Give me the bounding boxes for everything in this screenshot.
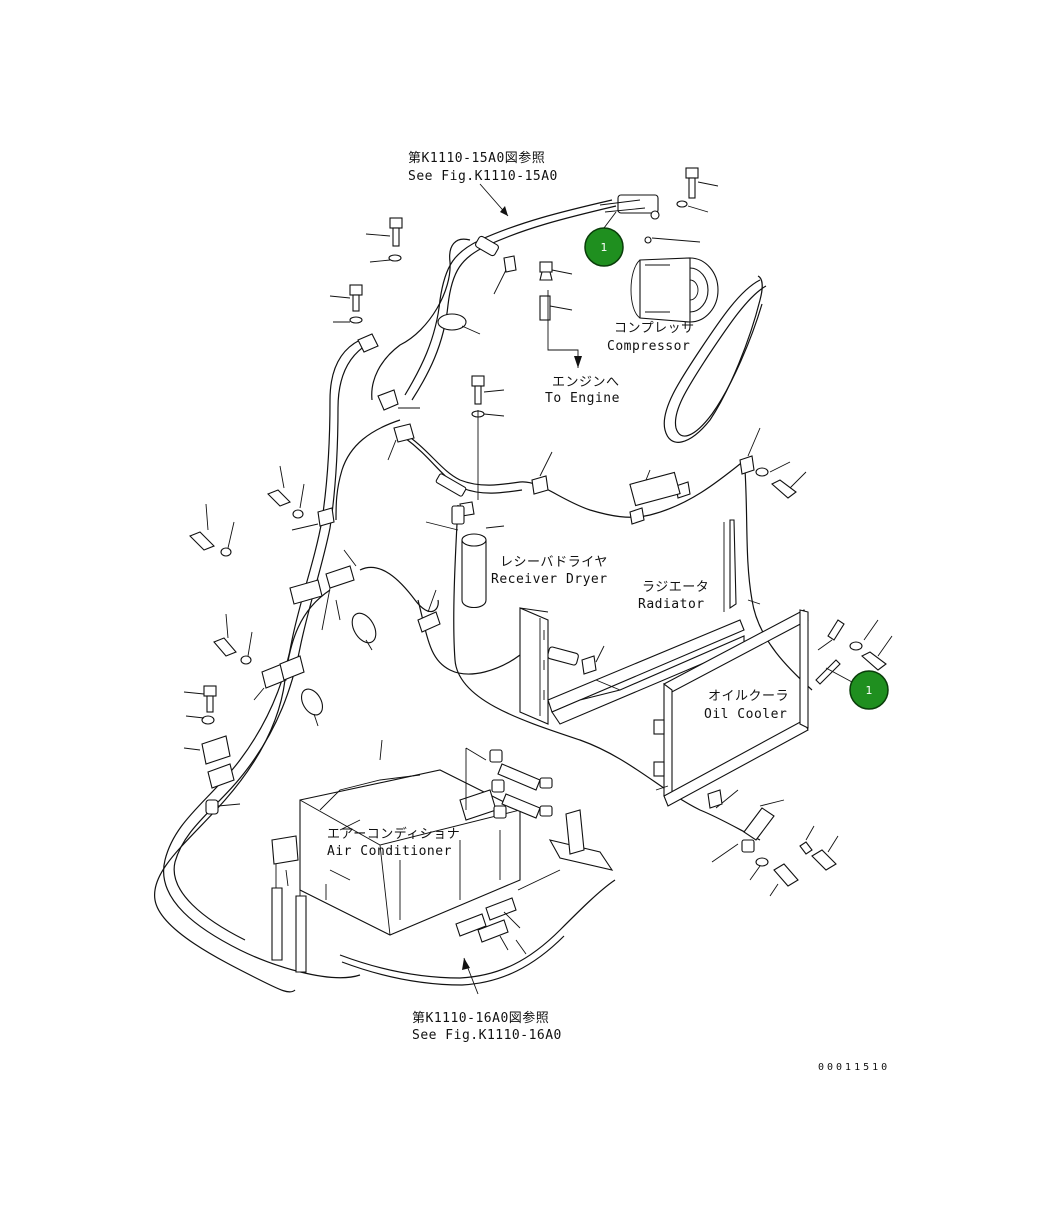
text-labels: 第K1110-15A0図参照 See Fig.K1110-15A0 コンプレッサ… <box>327 150 890 1073</box>
ref-bottom-jp: 第K1110-16A0図参照 <box>412 1010 549 1026</box>
radiator-en: Radiator <box>638 597 705 612</box>
air-conditioner-jp: エアーコンディショナ <box>327 826 460 842</box>
receiver-dryer-jp: レシーバドライヤ <box>500 555 608 570</box>
oil-cooler-jp: オイルクーラ <box>708 689 789 704</box>
receiver-dryer-en: Receiver Dryer <box>491 572 608 587</box>
receiver-dryer <box>451 410 505 609</box>
engine-en: To Engine <box>545 391 620 406</box>
compressor-jp: コンプレッサ <box>614 321 695 336</box>
radiator <box>519 519 761 725</box>
svg-text:1: 1 <box>601 241 608 254</box>
leaders <box>462 183 582 995</box>
radiator-jp: ラジエータ <box>642 580 709 595</box>
compressor <box>599 194 719 323</box>
engine-jp: エンジンへ <box>552 375 620 390</box>
callout-1-top[interactable]: 1 <box>584 211 624 267</box>
drawing-number: 00011510 <box>818 1062 890 1073</box>
air-conditioner-en: Air Conditioner <box>327 844 452 859</box>
callout-1-right[interactable]: 1 <box>825 667 889 710</box>
oil-cooler <box>653 609 809 807</box>
ref-bottom-en: See Fig.K1110-16A0 <box>412 1028 562 1043</box>
air-conditioner <box>271 739 614 936</box>
svg-text:1: 1 <box>866 684 873 697</box>
clamps <box>183 313 761 789</box>
oil-cooler-en: Oil Cooler <box>704 707 787 722</box>
bolts <box>183 167 893 897</box>
ref-top-jp: 第K1110-15A0図参照 <box>408 150 545 166</box>
ref-top-en: See Fig.K1110-15A0 <box>408 169 558 184</box>
compressor-en: Compressor <box>607 339 690 354</box>
